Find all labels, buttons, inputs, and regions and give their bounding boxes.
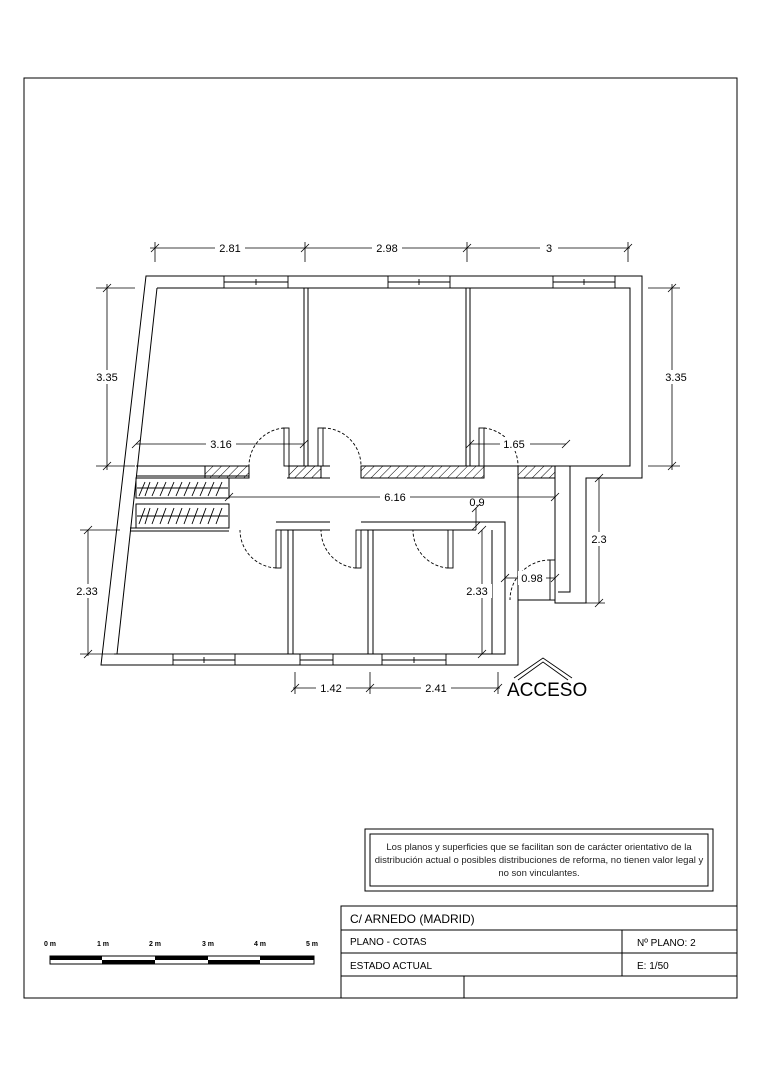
scale-tick-4: 4 m — [254, 941, 266, 948]
dim-left-upper: 3.35 — [96, 372, 117, 384]
dim-hall-end: 0.9 — [469, 497, 484, 509]
dim-door: 0.98 — [521, 573, 542, 585]
scale-tick-2: 2 m — [149, 941, 161, 948]
title-block — [340, 905, 738, 999]
scale-tick-0: 0 m — [44, 941, 56, 948]
windows — [172, 275, 616, 666]
scale-tick-1: 1 m — [97, 941, 109, 948]
outer-wall-inner-line — [157, 287, 631, 593]
dim-bottom-1: 1.42 — [320, 683, 341, 695]
outer-wall-outline — [100, 275, 643, 666]
dim-corridor-right: 1.65 — [503, 439, 524, 451]
access-label: ACCESO — [507, 680, 587, 701]
dimension-labels: 2.81 2.98 3 3.35 3.35 3.16 1.65 6.16 0.9… — [72, 241, 691, 701]
scale-tick-5: 5 m — [306, 941, 318, 948]
dim-right-upper: 3.35 — [665, 372, 686, 384]
plan-number: Nº PLANO: 2 — [637, 938, 696, 949]
scale-label: E: 1/50 — [637, 961, 669, 972]
hatched-walls — [204, 465, 556, 479]
dim-bottom-2: 2.41 — [425, 683, 446, 695]
scale-tick-3: 3 m — [202, 941, 214, 948]
address-title: C/ ARNEDO (MADRID) — [350, 912, 475, 926]
disclaimer-text: Los planos y superficies que se facilita… — [374, 841, 704, 879]
dim-top-1: 2.81 — [219, 243, 240, 255]
scale-bar: 0 m 1 m 2 m 3 m 4 m 5 m — [44, 941, 318, 965]
state-label: ESTADO ACTUAL — [350, 961, 432, 972]
access-symbol — [513, 657, 573, 681]
doors — [239, 427, 556, 601]
dim-right-side: 2.3 — [591, 534, 606, 546]
closet-hangers — [137, 481, 228, 525]
dim-top-2: 2.98 — [376, 243, 397, 255]
dim-corridor-left: 3.16 — [210, 439, 231, 451]
disclaimer-box — [364, 828, 714, 892]
dim-hall: 6.16 — [384, 492, 405, 504]
dim-mid-lower: 2.33 — [466, 586, 487, 598]
plan-label: PLANO - COTAS — [350, 937, 427, 948]
dim-top-3: 3 — [546, 243, 552, 255]
dim-left-lower: 2.33 — [76, 586, 97, 598]
